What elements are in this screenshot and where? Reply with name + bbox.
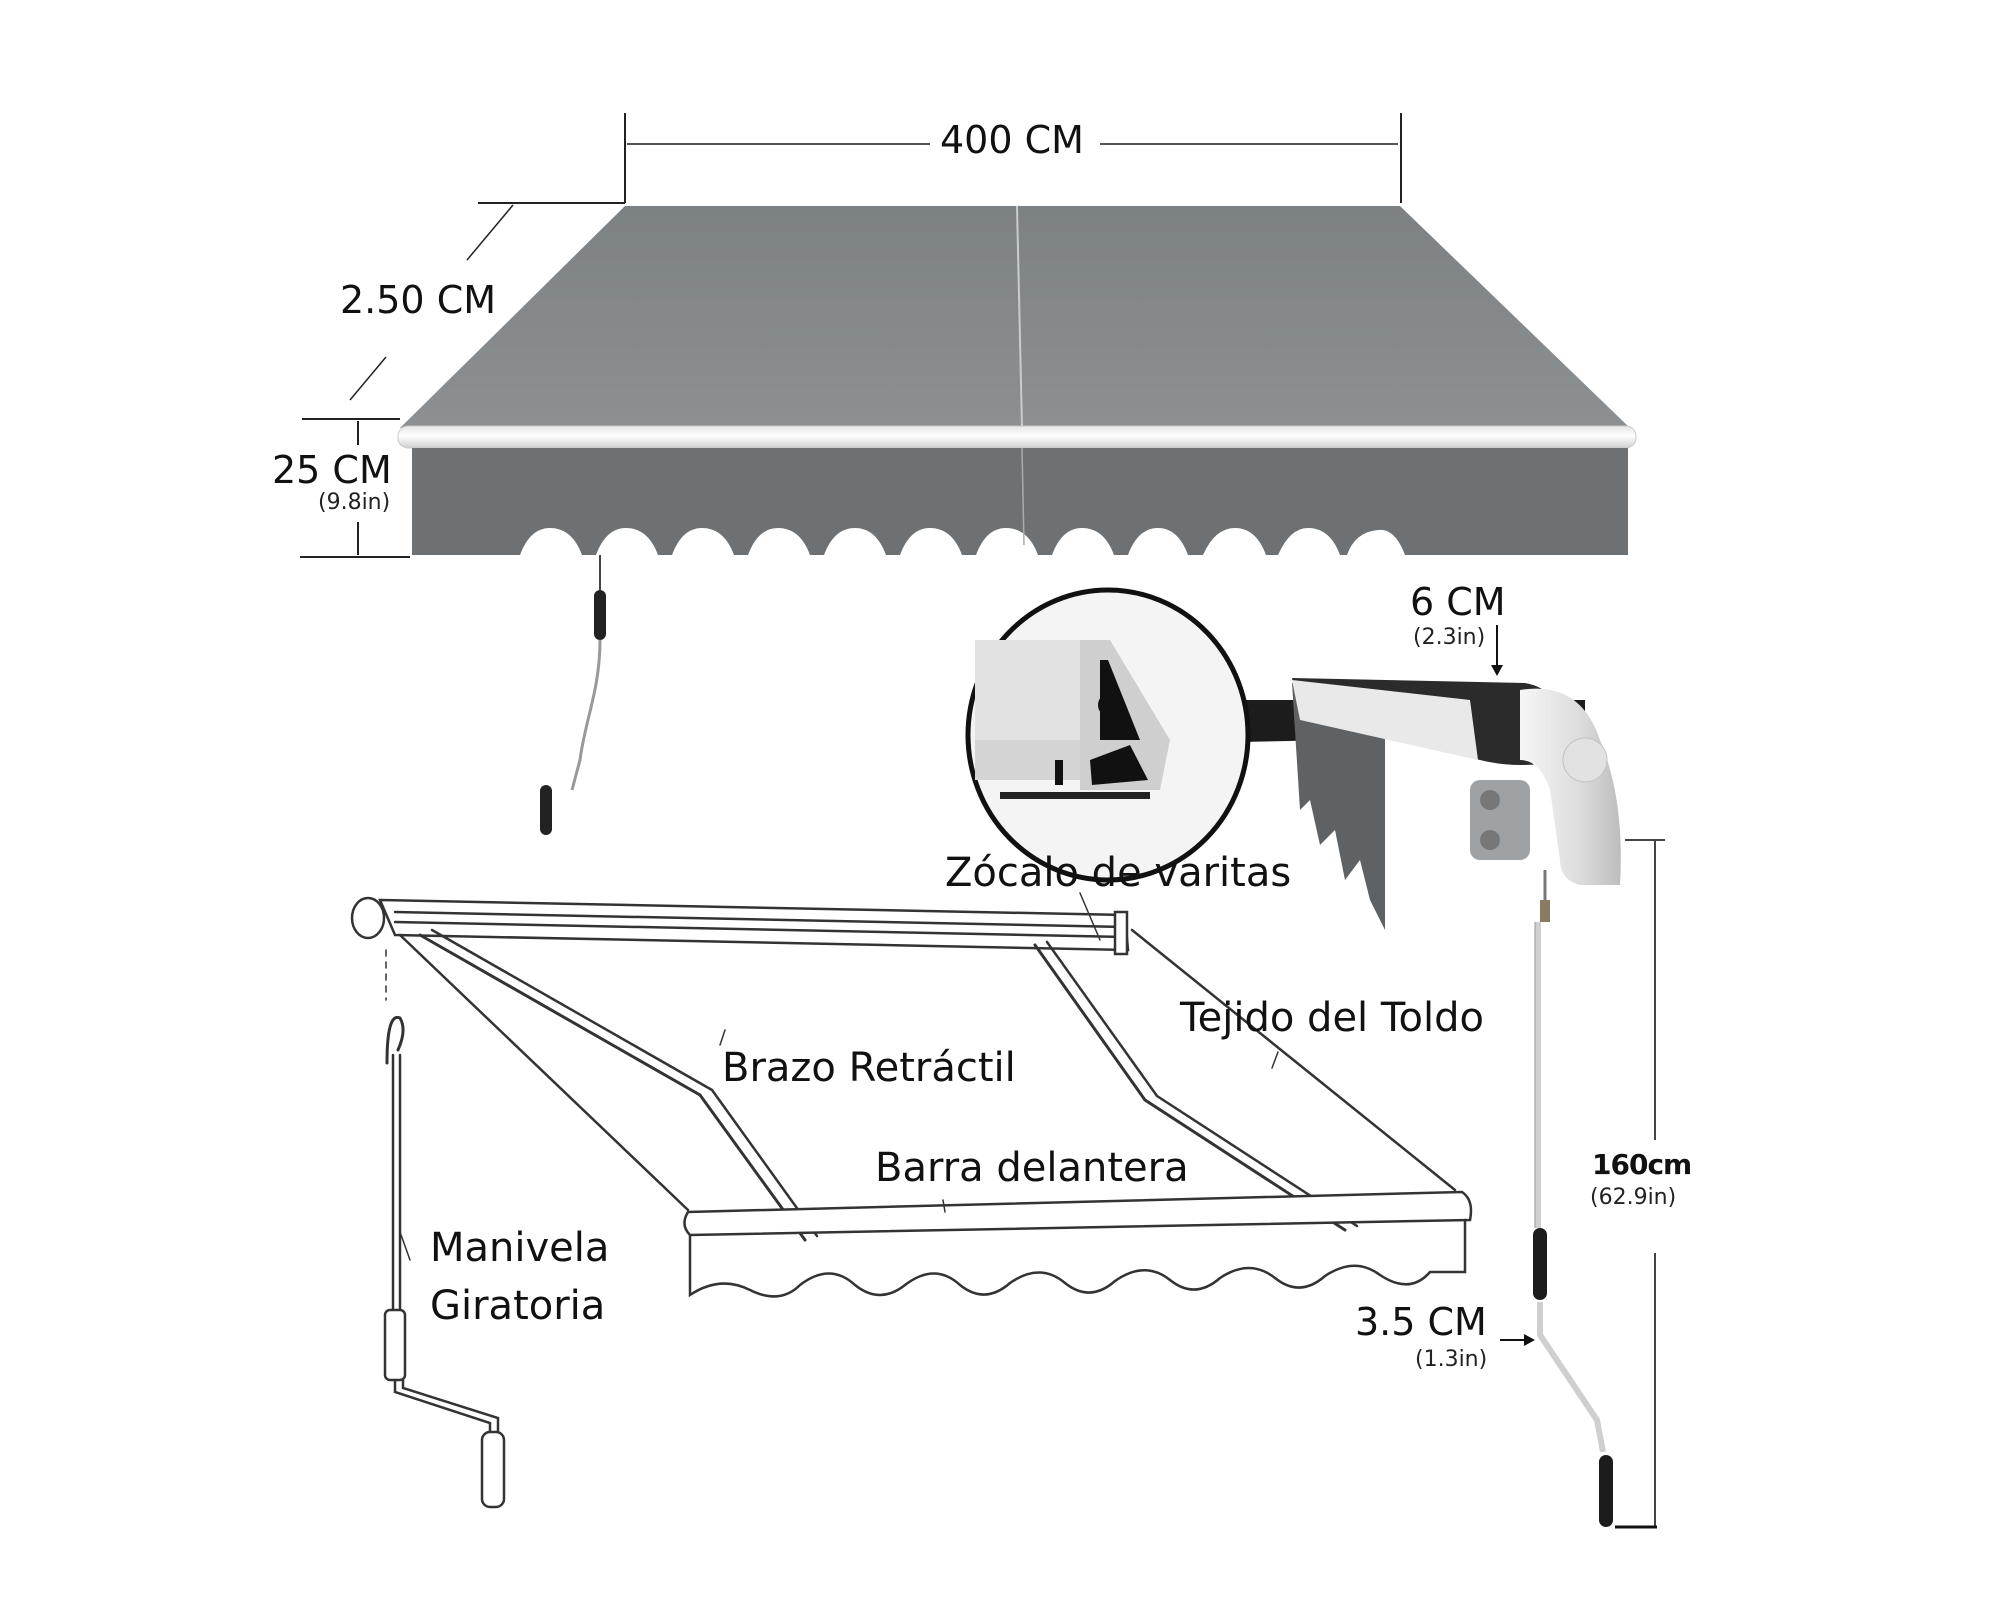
crank-diameter-arrow <box>1500 1334 1535 1346</box>
projection-dimension-label: 2.50 CM <box>340 278 497 322</box>
cassette-dimension-arrow <box>1491 625 1503 676</box>
crank-handle-sleeve <box>383 1308 407 1382</box>
fabric-edge-left <box>398 933 690 1212</box>
side-bracket-cassette <box>1292 678 1621 930</box>
crank-rod-right <box>1533 870 1613 1527</box>
fabric-edge-right <box>1130 928 1457 1192</box>
front-bar-outline <box>683 1190 1473 1237</box>
part-label-crank-line1: Manivela <box>430 1225 610 1271</box>
awning-valance <box>412 448 1628 555</box>
crank-length-label: 160cm <box>1592 1148 1692 1181</box>
crank-diameter-imperial-label: (1.3in) <box>1415 1347 1488 1372</box>
retractable-arm-right <box>1033 943 1347 1232</box>
crank-diameter-label: 3.5 CM <box>1355 1300 1487 1344</box>
hanging-crank-handle <box>540 555 606 835</box>
cassette-diameter-imperial-label: (2.3in) <box>1413 625 1486 650</box>
retractable-arm-left <box>418 933 807 1242</box>
crank-length-dimension-line <box>1615 839 1665 1529</box>
width-dimension-line <box>624 113 1402 203</box>
part-label-front-bar: Barra delantera <box>875 1145 1189 1191</box>
valance-dimension-line <box>300 421 410 558</box>
valance-height-label: 25 CM <box>272 448 392 492</box>
valance-height-imperial-label: (9.8in) <box>318 490 391 515</box>
crank-hook <box>385 1015 405 1065</box>
front-valance-outline <box>688 1218 1467 1298</box>
part-label-retractable-arm: Brazo Retráctil <box>722 1045 1016 1091</box>
cassette-diameter-label: 6 CM <box>1410 580 1506 624</box>
part-label-crank-line2: Giratoria <box>430 1283 606 1329</box>
crank-grip <box>480 1430 506 1509</box>
width-dimension-label: 400 CM <box>940 118 1084 162</box>
crank-length-imperial-label: (62.9in) <box>1590 1185 1677 1210</box>
part-label-wand-socket: Zócalo de varitas <box>945 850 1292 896</box>
part-label-fabric: Tejido del Toldo <box>1180 995 1484 1041</box>
awning-fabric-top <box>400 206 1630 428</box>
projection-dimension-line <box>302 202 625 420</box>
